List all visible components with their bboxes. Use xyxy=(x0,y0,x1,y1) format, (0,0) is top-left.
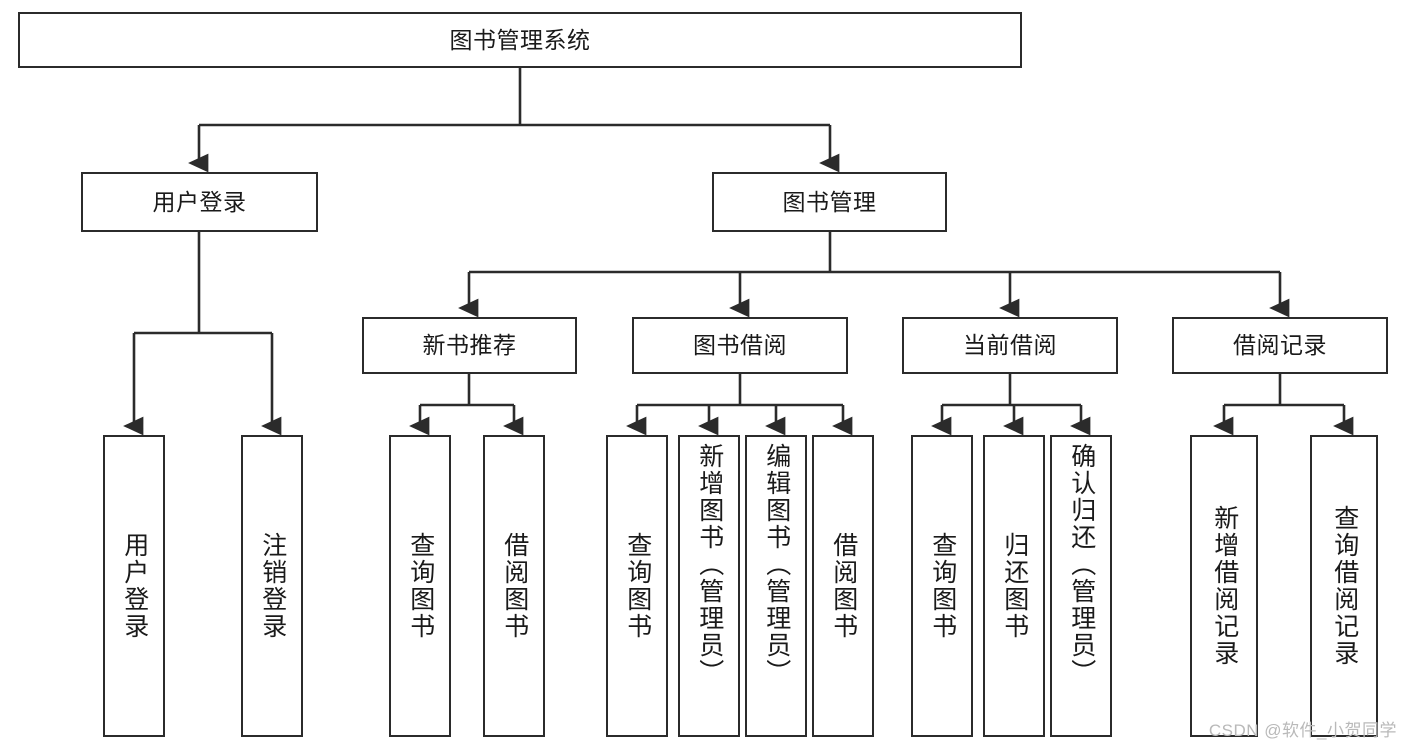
node-label: 用户登录 xyxy=(152,188,247,215)
leaf-query-book-borrow[interactable]: 查询图书 xyxy=(606,435,668,737)
leaf-add-book-admin[interactable]: 新增图书（管理员） xyxy=(678,435,740,737)
node-label: 借阅图书 xyxy=(500,532,529,640)
node-book-borrow[interactable]: 图书借阅 xyxy=(632,317,848,374)
node-user-login[interactable]: 用户登录 xyxy=(81,172,318,232)
node-label: 查询图书 xyxy=(406,532,435,640)
node-label: 用户登录 xyxy=(120,532,149,640)
node-new-book-recommend[interactable]: 新书推荐 xyxy=(362,317,577,374)
node-label: 注销登录 xyxy=(258,532,287,640)
node-label: 图书借阅 xyxy=(693,332,787,358)
leaf-borrow-book[interactable]: 借阅图书 xyxy=(812,435,874,737)
leaf-query-borrow-record[interactable]: 查询借阅记录 xyxy=(1310,435,1378,737)
leaf-return-book[interactable]: 归还图书 xyxy=(983,435,1045,737)
node-label: 图书管理 xyxy=(782,188,877,215)
leaf-edit-book-admin[interactable]: 编辑图书（管理员） xyxy=(745,435,807,737)
leaf-confirm-return-admin[interactable]: 确认归还（管理员） xyxy=(1050,435,1112,737)
leaf-add-borrow-record[interactable]: 新增借阅记录 xyxy=(1190,435,1258,737)
leaf-user-login[interactable]: 用户登录 xyxy=(103,435,165,737)
leaf-query-book-current[interactable]: 查询图书 xyxy=(911,435,973,737)
node-label: 借阅记录 xyxy=(1233,332,1327,358)
node-label: 编辑图书（管理员） xyxy=(762,443,791,686)
node-label: 新增借阅记录 xyxy=(1210,505,1239,667)
node-label: 借阅图书 xyxy=(829,532,858,640)
node-borrow-record[interactable]: 借阅记录 xyxy=(1172,317,1388,374)
leaf-query-book-recommend[interactable]: 查询图书 xyxy=(389,435,451,737)
node-root-system[interactable]: 图书管理系统 xyxy=(18,12,1022,68)
watermark-text: CSDN @软件_小贺同学 xyxy=(1208,721,1397,740)
node-book-management[interactable]: 图书管理 xyxy=(712,172,947,232)
node-label: 新书推荐 xyxy=(422,332,517,358)
node-label: 查询图书 xyxy=(928,532,957,640)
node-current-borrow[interactable]: 当前借阅 xyxy=(902,317,1118,374)
leaf-borrow-book-recommend[interactable]: 借阅图书 xyxy=(483,435,545,737)
node-label: 新增图书（管理员） xyxy=(695,443,724,686)
node-label: 查询图书 xyxy=(623,532,652,640)
leaf-user-logout[interactable]: 注销登录 xyxy=(241,435,303,737)
node-label: 图书管理系统 xyxy=(449,26,591,53)
node-label: 当前借阅 xyxy=(963,332,1057,358)
node-label: 查询借阅记录 xyxy=(1330,505,1359,667)
node-label: 归还图书 xyxy=(1000,532,1029,640)
node-label: 确认归还（管理员） xyxy=(1067,443,1096,686)
